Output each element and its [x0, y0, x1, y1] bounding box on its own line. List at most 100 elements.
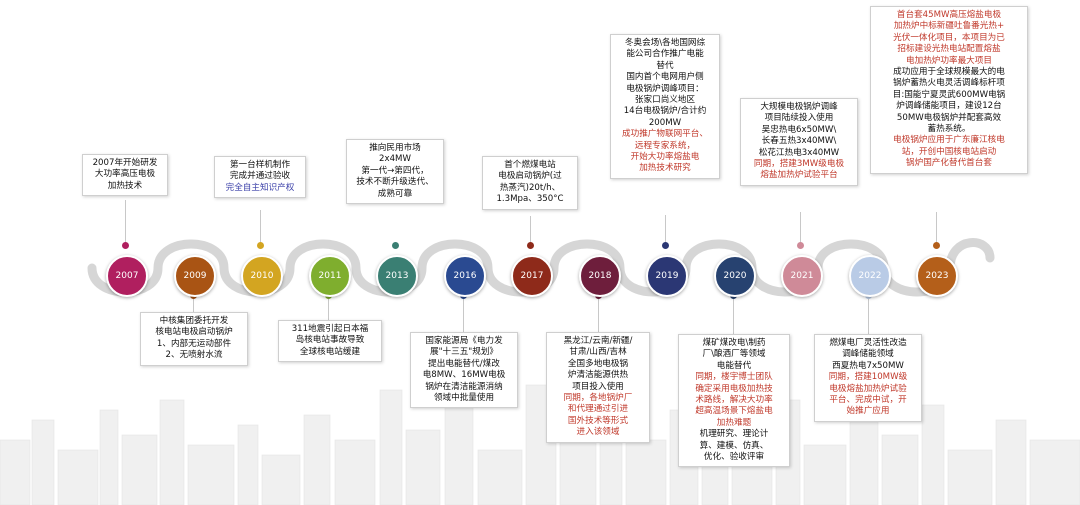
event-line-highlight: 同期，搭建10MW级	[828, 372, 908, 383]
event-line-highlight: 同期，楼宇博士团队	[695, 372, 773, 383]
event-line: 甘肃/山西/吉林	[569, 347, 627, 358]
event-line-highlight: 确定采用电极加热技	[695, 383, 773, 394]
event-line: 西夏热电7x50MW	[832, 360, 904, 371]
event-line-highlight: 和代理通过引进	[567, 404, 629, 415]
event-line-highlight: 加热难题	[716, 417, 752, 428]
connector-2016	[463, 292, 464, 332]
connector-dot-2021	[797, 242, 804, 249]
event-line-highlight: 超高温场景下熔盐电	[695, 406, 773, 417]
event-line: 替代	[656, 60, 674, 71]
event-box-2018: 黑龙江/云南/新疆/ 甘肃/山西/吉林 全国多地电极锅 炉清洁能源供热 项目投入…	[546, 332, 650, 443]
year-node-2019: 2019	[646, 255, 688, 297]
year-label: 2019	[655, 271, 679, 281]
event-line: 国内首个电网用户侧	[626, 72, 704, 83]
event-line-highlight: 首台套45MW高压熔盐电极	[896, 10, 1002, 20]
connector-2023	[936, 212, 937, 248]
event-line: 成功应用于全球规模最大的电	[893, 67, 1005, 78]
event-line: 张家口尚义地区	[634, 95, 696, 106]
event-box-2010: 第一台样机制作 完成并通过验收 完全自主知识产权	[214, 156, 306, 199]
connector-2018	[598, 292, 599, 332]
event-line: 大功率高压电极	[94, 169, 156, 180]
connector-dot-2010	[257, 242, 264, 249]
event-line: 完成并通过验收	[229, 171, 291, 182]
year-node-2018: 2018	[579, 255, 621, 297]
connector-2021	[800, 212, 801, 248]
event-line-highlight: 电加热炉功率最大项目	[906, 55, 992, 66]
connector-2020	[733, 292, 734, 334]
event-line: 燃煤电厂灵活性改造	[829, 338, 907, 348]
event-line: 中核集团委托开发	[159, 316, 229, 326]
year-node-2009: 2009	[174, 255, 216, 297]
event-line: 展"十三五"规划》	[429, 347, 499, 358]
year-label: 2010	[250, 271, 274, 281]
event-box-2011: 311地震引起日本福 岛核电站事故导致 全球核电站缓建	[278, 320, 382, 363]
event-line: 长春五热3x40MW\	[761, 136, 837, 147]
event-line: 311地震引起日本福	[291, 324, 369, 334]
event-box-2021: 大规模电极锅炉调峰 项目陆续投入使用 吴忠热电6x50MW\ 长春五热3x40M…	[740, 98, 858, 186]
event-line-highlight: 熔盐加热炉试验平台	[760, 170, 838, 181]
event-line: 第一代→第四代，	[361, 165, 429, 176]
event-line: 国家能源局《电力发	[425, 336, 503, 346]
year-node-2022: 2022	[849, 255, 891, 297]
event-box-2019: 冬奥会场\各地国网综 能公司合作推广电能 替代 国内首个电网用户侧 电极锅炉调峰…	[610, 34, 720, 179]
event-line: 热蒸汽)20t/h、	[499, 182, 561, 193]
event-line: 首个燃煤电站	[504, 160, 556, 170]
connector-2011	[328, 292, 329, 320]
event-line-highlight: 开始大功率熔盐电	[630, 152, 700, 163]
connector-dot-2007	[122, 242, 129, 249]
event-line: 1.3Mpa、350°C	[496, 194, 564, 205]
event-line-highlight: 加热技术研究	[639, 163, 691, 174]
year-node-2007: 2007	[106, 255, 148, 297]
event-line: 优化、验收评审	[703, 452, 765, 463]
event-line-highlight: 始推广应用	[846, 406, 890, 417]
event-line-highlight: 站，开创中国核电站启动	[901, 146, 997, 157]
year-label: 2021	[790, 271, 814, 281]
event-line: 项目陆续投入使用	[764, 113, 834, 124]
event-line: 机理研究、理论计	[699, 429, 769, 440]
event-line: 算、建模、仿真、	[699, 440, 769, 451]
event-line: 推向民用市场	[369, 143, 421, 153]
event-line: 提出电能替代/煤改	[428, 358, 500, 369]
year-label: 2018	[588, 271, 612, 281]
event-line-highlight: 成功推广物联网平台、	[622, 129, 708, 140]
year-node-2010: 2010	[241, 255, 283, 297]
event-line: 冬奥会场\各地国网综	[624, 38, 706, 48]
year-node-2016: 2016	[444, 255, 486, 297]
event-line: 锅炉在清洁能源消纳	[425, 381, 503, 392]
year-node-2011: 2011	[309, 255, 351, 297]
year-label: 2011	[318, 271, 342, 281]
connector-2009	[193, 292, 194, 312]
event-line: 电极启动锅炉(过	[498, 171, 562, 182]
connector-dot-2013	[392, 242, 399, 249]
event-line: 14台电极锅炉/合计约	[623, 106, 707, 117]
connector-2022	[868, 292, 869, 334]
event-line: 松花江热电3x40MW	[758, 147, 840, 158]
event-line: 全球核电站缓建	[299, 346, 361, 357]
event-line: 50MW电极锅炉并配套高效	[896, 112, 1002, 123]
event-box-2017: 首个燃煤电站 电极启动锅炉(过 热蒸汽)20t/h、 1.3Mpa、350°C	[482, 156, 578, 210]
year-label: 2009	[183, 271, 207, 281]
year-node-2021: 2021	[781, 255, 823, 297]
event-box-2007: 2007年开始研发 大功率高压电极 加热技术	[82, 154, 168, 197]
event-line: 加热技术	[107, 180, 143, 191]
connector-2010	[260, 210, 261, 248]
event-line: 蓄热系统。	[927, 124, 971, 135]
event-line: 煤矿煤改电\制药	[702, 338, 766, 348]
year-label: 2023	[925, 271, 949, 281]
event-line-highlight: 电极熔盐加热炉试验	[829, 383, 907, 394]
event-line: 大规模电极锅炉调峰	[760, 102, 838, 112]
event-line-highlight: 招标建设光热电站配置熔盐	[897, 44, 1001, 55]
event-line: 核电站电极启动锅炉	[155, 327, 233, 338]
event-line: 能公司合作推广电能	[626, 49, 704, 60]
event-line-highlight: 进入该领域	[576, 427, 620, 438]
event-line: 项目投入使用	[572, 381, 624, 392]
event-line: 2、无喷射水流	[165, 350, 223, 361]
event-line: 电8MW、16MW电极	[422, 370, 506, 381]
event-line-highlight: 远程专家系统，	[634, 140, 696, 151]
year-label: 2020	[723, 271, 747, 281]
event-line: 调峰储能领域	[842, 349, 894, 360]
event-line-highlight: 国外技术等形式	[567, 415, 629, 426]
year-node-2020: 2020	[714, 255, 756, 297]
event-line-highlight: 平台、完成中试，开	[829, 395, 907, 406]
